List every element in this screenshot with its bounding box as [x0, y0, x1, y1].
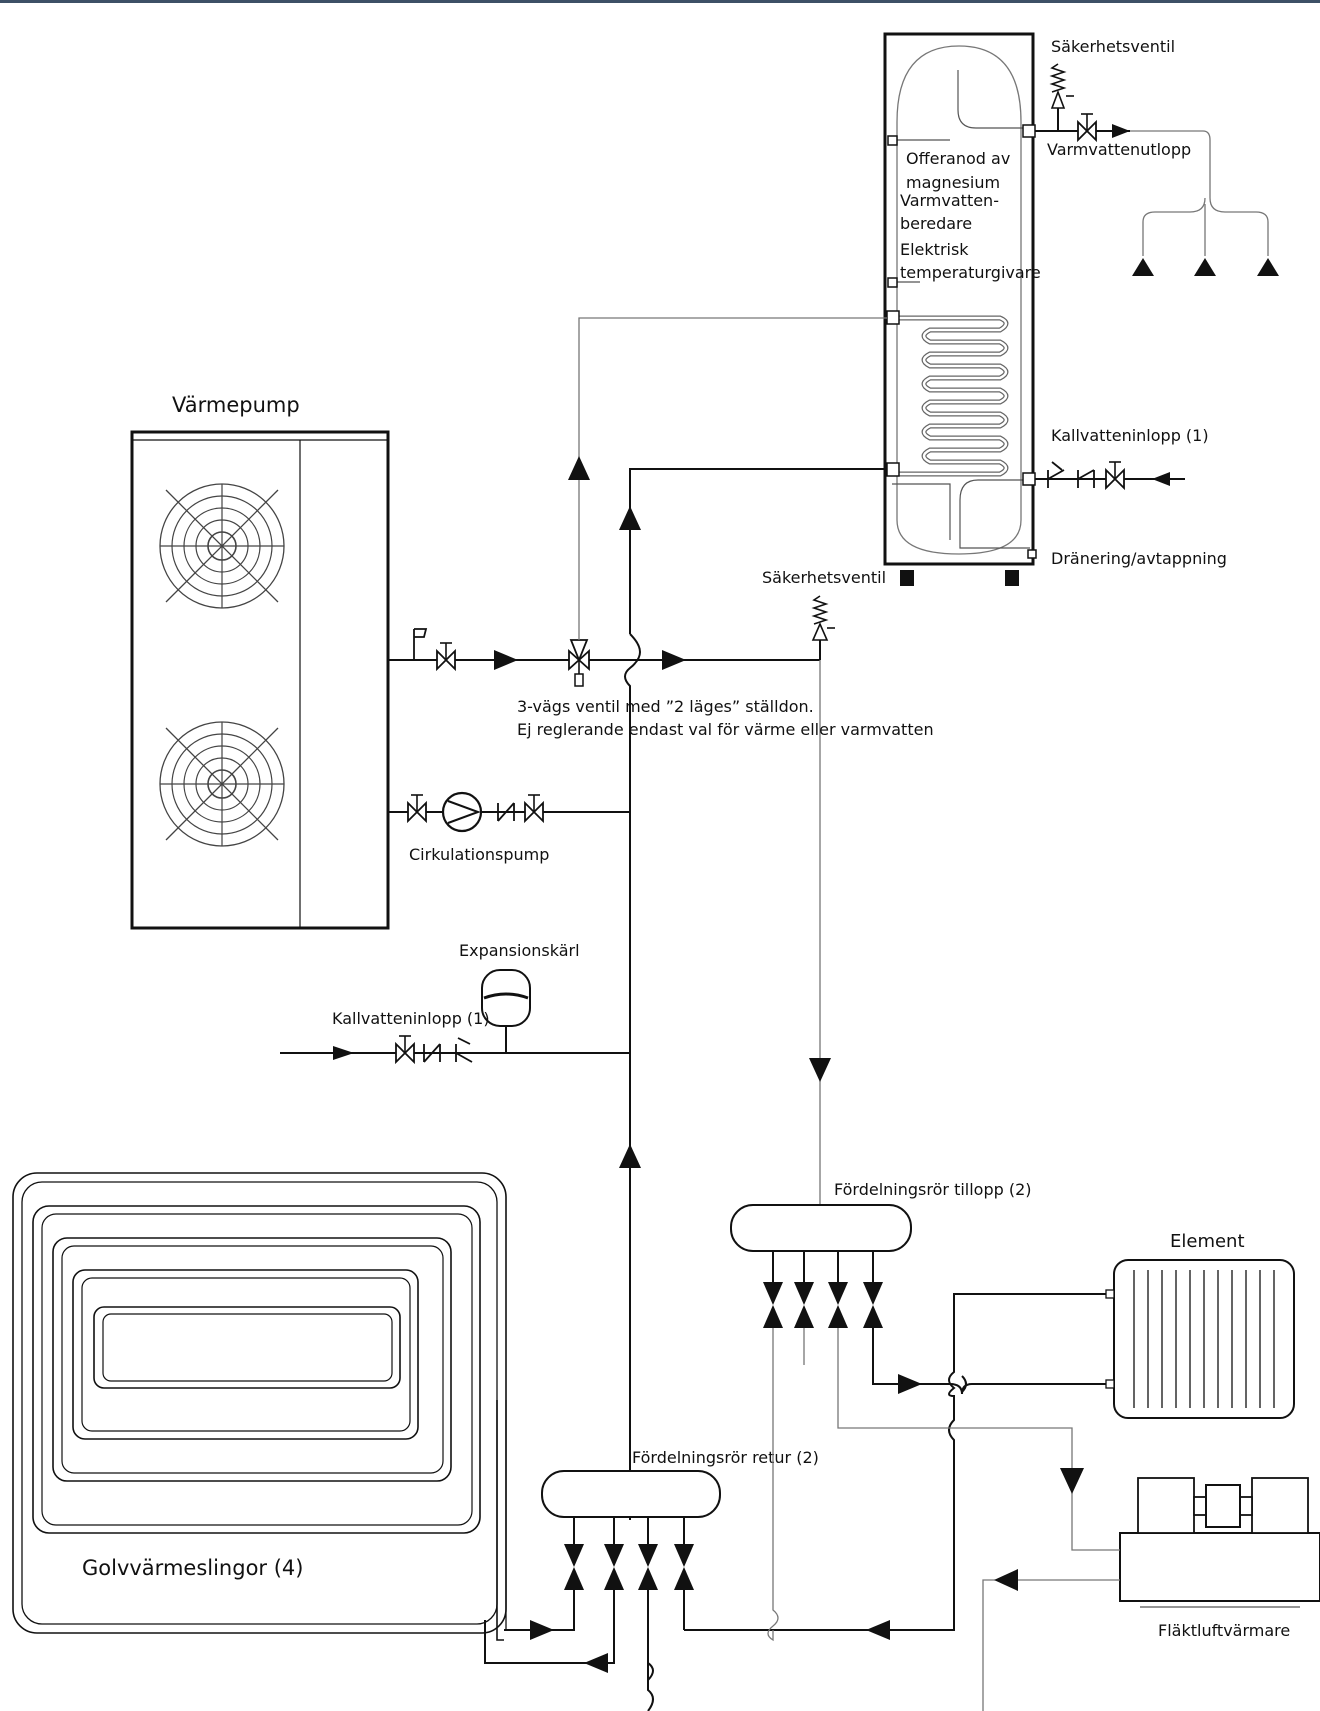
hot-water-tank [883, 32, 1037, 586]
three-way-valve-label-2: Ej reglerande endast val för värme eller… [517, 720, 934, 739]
expansion-vessel-icon [481, 969, 531, 1053]
three-way-valve-label-1: 3-vägs ventil med ”2 läges” ställdon. [517, 697, 814, 716]
supply-manifold-label: Fördelningsrör tillopp (2) [834, 1180, 1032, 1199]
check-valve-icon [497, 794, 544, 824]
hot-water-outlet-valve-icon [1077, 113, 1097, 143]
circulation-pump-icon [441, 791, 483, 833]
main-cold-inlet-valves [395, 1035, 473, 1065]
circulation-valves [407, 794, 427, 824]
heat-pump-label: Värmepump [172, 393, 300, 417]
temp-sensor-label-1: Elektrisk [900, 240, 969, 259]
water-heater-label-1: Varmvatten- [900, 191, 999, 210]
fan-lower-icon [159, 721, 285, 847]
heating-coil [892, 315, 1009, 477]
tank-safety-valve [1049, 63, 1074, 131]
anode-label-2: magnesium [906, 173, 1000, 192]
tank-cold-inlet-valves [1047, 461, 1170, 491]
supply-manifold [730, 1204, 912, 1365]
line-safety-valve-label: Säkerhetsventil [762, 568, 886, 587]
fan-coil-label: Fläktluftvärmare [1158, 1621, 1290, 1640]
tank-cold-inlet-label: Kallvatteninlopp (1) [1051, 426, 1209, 445]
return-manifold [541, 1470, 721, 1590]
top-border [0, 0, 1320, 3]
tank-safety-valve-label: Säkerhetsventil [1051, 37, 1175, 56]
radiator-label: Element [1170, 1231, 1245, 1252]
temp-sensor-label-2: temperaturgivare [900, 263, 1041, 282]
floor-heating-label: Golvvärmeslingor (4) [82, 1556, 303, 1580]
main-cold-inlet-label: Kallvatteninlopp (1) [332, 1009, 490, 1028]
hot-water-taps [1130, 130, 1279, 276]
heat-pump-unit [130, 430, 390, 930]
supply-valve-icon [436, 642, 456, 672]
drainage-label: Dränering/avtappning [1051, 549, 1227, 568]
pressure-gauge-icon [413, 628, 428, 660]
fan-coil-icon [1119, 1477, 1320, 1608]
hot-water-outlet-label: Varmvattenutlopp [1047, 140, 1191, 159]
circulation-pump-label: Cirkulationspump [409, 845, 549, 864]
line-safety-valve [811, 595, 835, 660]
return-manifold-label: Fördelningsrör retur (2) [632, 1448, 819, 1467]
anode-label-1: Offeranod av [906, 149, 1010, 168]
three-way-valve-icon [568, 639, 590, 687]
expansion-vessel-label: Expansionskärl [459, 941, 580, 960]
water-heater-label-2: beredare [900, 214, 972, 233]
radiator-icon [1105, 1259, 1295, 1419]
fan-upper-icon [159, 483, 285, 609]
floor-heating-loops [12, 1172, 507, 1641]
